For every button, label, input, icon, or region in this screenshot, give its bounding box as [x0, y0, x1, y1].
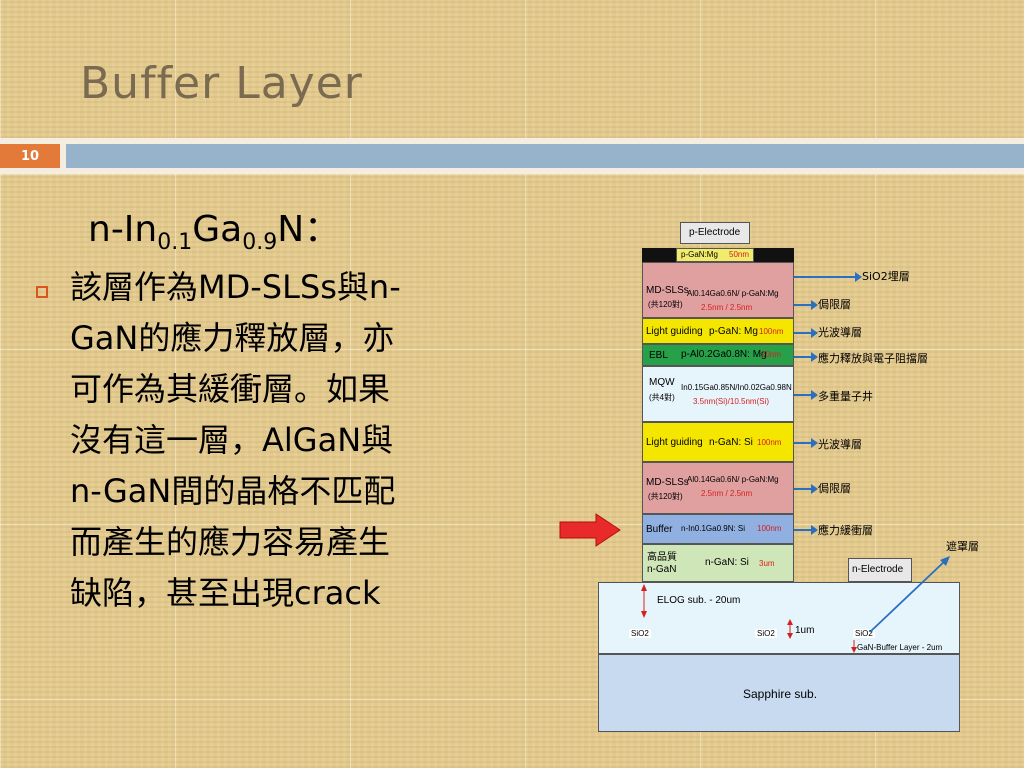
light-guide-comp: p-GaN: Mg: [709, 326, 758, 337]
bullet-icon: [36, 286, 48, 298]
hq-ngan-thickness: 3um: [759, 559, 775, 568]
heading-part: n-In: [88, 209, 158, 250]
light-guide-name: Light guiding: [646, 437, 703, 448]
annot-stress-ebl: 應力釋放與電子阻擋層: [818, 352, 928, 365]
annot-cladding2: 侷限層: [818, 482, 851, 495]
mqw-name: MQW: [649, 377, 675, 388]
ebl-thickness: 20nm: [761, 350, 782, 359]
arrow-cladding2: [794, 484, 818, 494]
sio2-label: SiO2: [629, 629, 651, 638]
heading-sub: 0.1: [157, 230, 193, 256]
annot-buffer: 應力緩衝層: [818, 524, 873, 537]
ebl-name: EBL: [649, 350, 668, 361]
buffer-comp: n-In0.1Ga0.9N: Si: [681, 524, 746, 533]
mqw-thickness: 3.5nm(Si)/10.5nm(Si): [693, 397, 770, 406]
bullet-line: 而產生的應力容易產生: [70, 523, 391, 561]
sapphire-substrate: Sapphire sub.: [598, 654, 960, 732]
hq-ngan-name2: n-GaN: [647, 564, 677, 575]
mqw-pairs: (共4對): [649, 393, 675, 402]
bullet-line: 可作為其緩衝層。如果: [70, 370, 391, 408]
annot-cladding1: 侷限層: [818, 298, 851, 311]
md-sls-comp: Al0.14Ga0.6N/ p-GaN:Mg: [687, 475, 779, 484]
p-gan-label: p-GaN:Mg: [681, 250, 718, 259]
hq-ngan-layer: 高品質 n-GaN n-GaN: Si 3um: [642, 544, 794, 582]
n-electrode: n-Electrode: [848, 558, 912, 582]
arrow-buffer: [794, 525, 818, 535]
p-electrode: p-Electrode: [680, 222, 750, 244]
slide-title: Buffer Layer: [80, 58, 363, 109]
p-gan-mg-layer: p-GaN:Mg 50nm: [676, 248, 754, 262]
p-electrode-label: p-Electrode: [689, 227, 741, 238]
arrow-waveguide2: [794, 438, 818, 448]
annot-mask: 遮罩層: [946, 540, 979, 553]
annot-sio2: SiO2埋層: [862, 270, 910, 283]
light-guide-top-layer: Light guiding p-GaN: Mg 100nm: [642, 318, 794, 344]
md-sls-name: MD-SLSs: [646, 477, 689, 488]
bullet-line: 沒有這一層，AlGaN與: [70, 421, 394, 459]
arrow-ebl: [794, 352, 818, 362]
heading-sub: 0.9: [242, 230, 278, 256]
n-electrode-label: n-Electrode: [852, 564, 904, 575]
section-heading: n-In0.1Ga0.9N：: [88, 200, 340, 255]
arrow-mqw: [794, 390, 818, 400]
mqw-layer: MQW (共4對) In0.15Ga0.85N/In0.02Ga0.98N 3.…: [642, 366, 794, 422]
bullet-text: 該層作為MD-SLSs與n- GaN的應力釋放層，亦 可作為其緩衝層。如果 沒有…: [70, 262, 480, 619]
buffer-thickness: 100nm: [757, 524, 782, 533]
sio2-label: SiO2: [853, 629, 875, 638]
one-um-label: 1um: [795, 625, 815, 636]
mqw-comp: In0.15Ga0.85N/In0.02Ga0.98N: [681, 383, 792, 392]
slide-number: 10: [0, 144, 60, 168]
bullet-line: 缺陷，甚至出現crack: [70, 574, 381, 612]
md-sls-pairs: (共120對): [648, 300, 683, 309]
light-guide-comp: n-GaN: Si: [709, 437, 753, 448]
buffer-name: Buffer: [646, 524, 673, 535]
md-sls-comp: Al0.14Ga0.6N/ p-GaN:Mg: [687, 289, 779, 298]
light-guide-thickness: 100nm: [757, 438, 782, 447]
annot-waveguide1: 光波導層: [818, 326, 862, 339]
arrow-cladding1: [794, 300, 818, 310]
bullet-line: GaN的應力釋放層，亦: [70, 319, 395, 357]
sio2-label: SiO2: [755, 629, 777, 638]
gan-buffer-label: GaN-Buffer Layer - 2um: [857, 643, 943, 652]
ebl-comp: p-Al0.2Ga0.8N: Mg: [681, 349, 767, 360]
md-sls-thickness: 2.5nm / 2.5nm: [701, 303, 753, 312]
light-guide-name: Light guiding: [646, 326, 703, 337]
header-bar: [66, 144, 1024, 168]
annot-mqw: 多重量子井: [818, 390, 873, 403]
hq-ngan-name1: 高品質: [647, 552, 677, 563]
p-gan-thickness: 50nm: [729, 250, 750, 259]
elog-substrate: ELOG sub. - 20um SiO2 SiO2 1um SiO2 GaN-…: [598, 582, 960, 654]
md-sls-top-layer: MD-SLSs (共120對) Al0.14Ga0.6N/ p-GaN:Mg 2…: [642, 262, 794, 318]
arrow-waveguide1: [794, 328, 818, 338]
sapphire-label: Sapphire sub.: [743, 687, 818, 701]
layer-structure-diagram: p-Electrode p-GaN:Mg 50nm MD-SLSs (共120對…: [556, 216, 1016, 736]
hq-ngan-comp: n-GaN: Si: [705, 557, 749, 568]
light-guide-thickness: 100nm: [759, 327, 784, 336]
bullet-line: 該層作為MD-SLSs與n-: [70, 268, 401, 306]
bullet-line: n-GaN間的晶格不匹配: [70, 472, 396, 510]
light-guide-bottom-layer: Light guiding n-GaN: Si 100nm: [642, 422, 794, 462]
annot-waveguide2: 光波導層: [818, 438, 862, 451]
md-sls-thickness: 2.5nm / 2.5nm: [701, 489, 753, 498]
heading-part: Ga: [192, 209, 243, 250]
ebl-layer: EBL p-Al0.2Ga0.8N: Mg 20nm: [642, 344, 794, 366]
md-sls-name: MD-SLSs: [646, 285, 689, 296]
buffer-layer: Buffer n-In0.1Ga0.9N: Si 100nm: [642, 514, 794, 544]
elog-label: ELOG sub. - 20um: [657, 595, 741, 606]
md-sls-pairs: (共120對): [648, 492, 683, 501]
heading-part: N：: [277, 209, 341, 250]
red-arrow-icon: [559, 513, 621, 547]
md-sls-bottom-layer: MD-SLSs (共120對) Al0.14Ga0.6N/ p-GaN:Mg 2…: [642, 462, 794, 514]
arrow-sio2: [794, 272, 862, 282]
